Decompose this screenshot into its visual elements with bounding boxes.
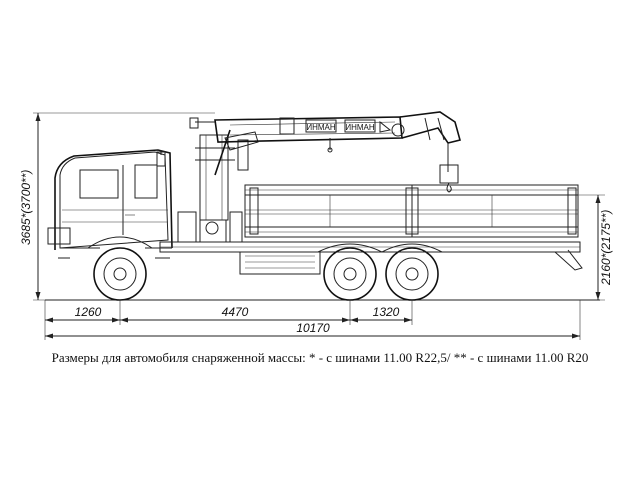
truck-cab xyxy=(47,149,173,259)
wheelbase-label: 4470 xyxy=(222,305,249,319)
front-wheel xyxy=(87,236,153,301)
platform-height-label: 2160*(2175**) xyxy=(599,210,613,286)
front-overhang-label: 1260 xyxy=(75,305,102,319)
dimensions-caption: Размеры для автомобиля снаряженной массы… xyxy=(51,350,589,365)
rear-fender xyxy=(317,243,443,253)
overall-length-label: 10170 xyxy=(296,321,330,335)
crane-column xyxy=(195,129,259,221)
crane-label-right: ИНМАН xyxy=(345,123,375,132)
horizontal-dimensions xyxy=(44,300,581,340)
overall-height-label: 3685*(3700**) xyxy=(19,170,33,245)
rear-wheel-1 xyxy=(323,247,377,301)
cargo-platform xyxy=(244,184,579,238)
rear-axle-spacing-label: 1320 xyxy=(373,305,400,319)
crane-jib-end xyxy=(399,111,461,193)
height-dimension-left xyxy=(33,112,215,301)
rear-wheel-2 xyxy=(385,247,439,301)
height-dimension-right xyxy=(575,194,605,301)
chassis-frame xyxy=(159,211,583,275)
crane-label-left: ИНМАН xyxy=(306,123,336,132)
